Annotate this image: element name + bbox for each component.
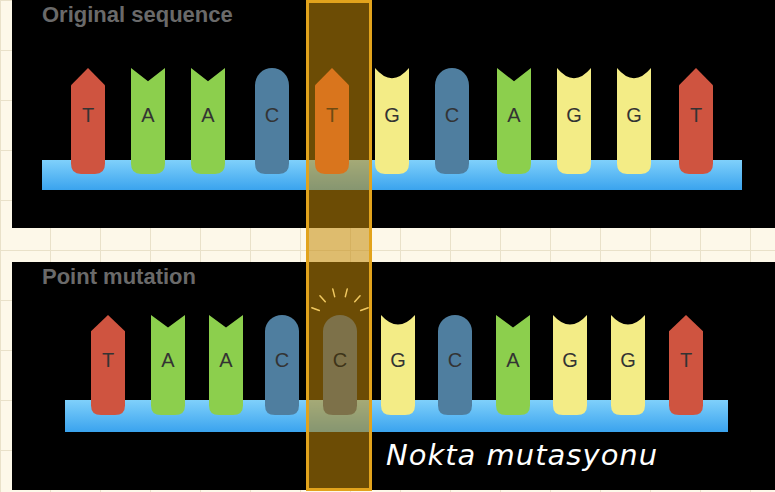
- glow-ray: [312, 308, 320, 311]
- nucleotide: C: [265, 315, 299, 415]
- nucleotide-outline: [617, 68, 651, 174]
- base-letter: T: [71, 103, 105, 127]
- nucleotide: T: [669, 315, 703, 415]
- base-letter: C: [438, 348, 472, 372]
- nucleotide: G: [611, 315, 645, 415]
- base-letter: T: [679, 103, 713, 127]
- base-letter: T: [315, 103, 349, 127]
- base-letter: T: [91, 348, 125, 372]
- nucleotide: C: [435, 68, 469, 174]
- nucleotide-outline: [265, 315, 299, 415]
- nucleotide-outline: [557, 68, 591, 174]
- nucleotide-outline: [191, 68, 225, 174]
- base-letter: G: [375, 103, 409, 127]
- nucleotide-outline: [381, 315, 415, 415]
- nucleotide: T: [315, 68, 349, 174]
- nucleotide: T: [91, 315, 125, 415]
- nucleotide-outline: [679, 68, 713, 174]
- panel-heading: Original sequence: [42, 2, 233, 28]
- nucleotide-outline: [71, 68, 105, 174]
- glow-ray: [345, 289, 347, 297]
- nucleotide: A: [209, 315, 243, 415]
- nucleotide-outline: [438, 315, 472, 415]
- base-letter: G: [611, 348, 645, 372]
- nucleotide-outline: [131, 68, 165, 174]
- nucleotide: T: [71, 68, 105, 174]
- nucleotide: A: [151, 315, 185, 415]
- base-letter: G: [381, 348, 415, 372]
- nucleotide: C: [255, 68, 289, 174]
- base-letter: G: [557, 103, 591, 127]
- base-letter: C: [323, 348, 357, 372]
- nucleotide-outline: [375, 68, 409, 174]
- highlight-column: [308, 2, 371, 490]
- nucleotide: A: [191, 68, 225, 174]
- nucleotide-outline: [669, 315, 703, 415]
- nucleotide: C: [438, 315, 472, 415]
- nucleotide-outline: [496, 315, 530, 415]
- glow-ray: [355, 296, 360, 302]
- base-letter: C: [265, 348, 299, 372]
- nucleotide-outline: [611, 315, 645, 415]
- panel-heading: Point mutation: [42, 264, 196, 290]
- nucleotide-outline: [151, 315, 185, 415]
- base-letter: A: [191, 103, 225, 127]
- base-letter: A: [209, 348, 243, 372]
- nucleotide-outline: [435, 68, 469, 174]
- nucleotide-outline: [323, 315, 357, 415]
- nucleotide: A: [496, 315, 530, 415]
- glow-ray: [333, 289, 335, 297]
- glow-ray: [361, 308, 369, 311]
- nucleotide-outline: [209, 315, 243, 415]
- nucleotide-outline: [497, 68, 531, 174]
- nucleotide-outline: [91, 315, 125, 415]
- base-letter: A: [497, 103, 531, 127]
- nucleotide-outline: [553, 315, 587, 415]
- base-letter: C: [255, 103, 289, 127]
- base-letter: A: [496, 348, 530, 372]
- sequence-panel: Original sequenceT A A C T G C A G G T: [12, 0, 775, 228]
- glow-ray: [320, 296, 325, 302]
- nucleotide-outline: [255, 68, 289, 174]
- base-letter: A: [151, 348, 185, 372]
- nucleotide-outline: [315, 68, 349, 174]
- nucleotide: T: [679, 68, 713, 174]
- base-letter: C: [435, 103, 469, 127]
- base-letter: G: [553, 348, 587, 372]
- base-letter: T: [669, 348, 703, 372]
- base-letter: A: [131, 103, 165, 127]
- nucleotide: C: [323, 315, 357, 415]
- handwritten-note: Nokta mutasyonu: [386, 438, 658, 472]
- nucleotide: A: [497, 68, 531, 174]
- nucleotide: G: [381, 315, 415, 415]
- nucleotide: G: [617, 68, 651, 174]
- base-letter: G: [617, 103, 651, 127]
- nucleotide: G: [557, 68, 591, 174]
- nucleotide: G: [553, 315, 587, 415]
- nucleotide: A: [131, 68, 165, 174]
- nucleotide: G: [375, 68, 409, 174]
